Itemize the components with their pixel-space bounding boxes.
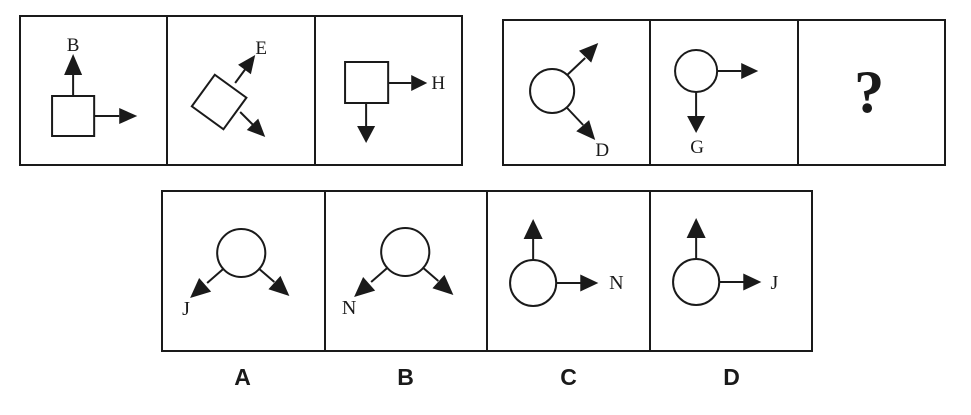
figure-square-right-down: H <box>343 61 445 143</box>
arrow-up-icon <box>686 218 706 238</box>
arrow-down-icon <box>687 116 706 133</box>
sequence-right-panel-1: D <box>504 21 652 164</box>
figure-label: J <box>770 272 778 294</box>
figure-label: J <box>182 298 190 320</box>
figure-label: H <box>431 73 445 94</box>
option-panel-a[interactable]: J <box>163 192 326 350</box>
circle-shape <box>216 228 267 278</box>
arrow-right-icon <box>410 75 427 91</box>
figure-label: D <box>595 140 609 161</box>
square-shape <box>343 61 389 104</box>
arrow-up-right-icon <box>238 55 256 75</box>
figure-label: N <box>341 297 355 319</box>
option-panel-d[interactable]: J <box>651 192 812 350</box>
figure-square-up-right: B <box>51 35 138 137</box>
arrow-right-icon <box>741 63 759 79</box>
arrow-down-left-icon <box>190 278 212 298</box>
arrow-right-icon <box>580 274 599 292</box>
arrow-down-left-icon <box>353 277 375 297</box>
figure-question-mark: ? <box>854 58 884 125</box>
circle-shape <box>379 227 430 277</box>
figure-circle-downleft-downright: J <box>182 228 290 320</box>
figure-circle-up-right: N <box>509 219 624 307</box>
figure-rotated-square: E <box>190 38 268 137</box>
arrow-right-icon <box>119 108 138 124</box>
sequence-left-panel-1: B <box>21 17 169 164</box>
option-panel-b[interactable]: N <box>326 192 488 350</box>
figure-label: E <box>256 38 268 59</box>
figure-label: N <box>609 272 623 294</box>
option-label-a[interactable]: A <box>234 364 251 390</box>
square-shape <box>51 95 96 137</box>
arrow-right-icon <box>742 273 761 291</box>
figure-circle-up-right: J <box>671 218 778 306</box>
circle-shape <box>674 49 719 93</box>
figure-circle-right-down: G <box>674 49 759 158</box>
rotated-square-shape <box>190 73 249 131</box>
sequence-left-panel-2: E <box>168 17 316 164</box>
option-panel-c[interactable]: N <box>488 192 651 350</box>
arrow-down-right-icon <box>576 120 596 140</box>
circle-shape <box>509 259 558 307</box>
option-label-c[interactable]: C <box>560 364 577 390</box>
sequence-right-panel-2: G <box>651 21 799 164</box>
figure-circle-upright-downright: D <box>529 43 609 161</box>
arrow-up-icon <box>523 219 543 239</box>
circle-shape <box>529 68 576 114</box>
sequence-panels-right: D G ? <box>502 19 946 166</box>
answer-options-panels: J N N <box>161 190 813 352</box>
option-label-d[interactable]: D <box>723 364 740 390</box>
figure-label: G <box>691 137 705 158</box>
circle-shape <box>671 258 720 306</box>
sequence-right-panel-question: ? <box>799 21 944 164</box>
arrow-up-right-icon <box>578 43 599 63</box>
figure-circle-downleft-downright: N <box>341 227 453 319</box>
sequence-panels-left: B E H <box>19 15 463 166</box>
question-mark: ? <box>854 58 884 125</box>
option-label-b[interactable]: B <box>397 364 414 390</box>
arrow-up-icon <box>64 54 83 75</box>
arrow-down-right-icon <box>247 118 266 137</box>
sequence-left-panel-3: H <box>316 17 461 164</box>
arrow-down-right-icon <box>431 274 453 295</box>
figure-label: B <box>67 35 80 56</box>
arrow-down-icon <box>356 126 375 143</box>
